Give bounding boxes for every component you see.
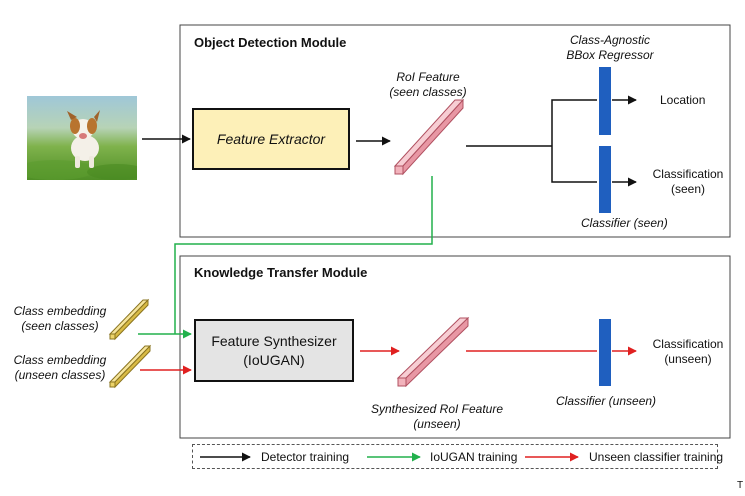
class-embedding-seen-label: Class embedding (seen classes): [6, 304, 114, 334]
feature-synthesizer-box: Feature Synthesizer (IoUGAN): [194, 319, 354, 382]
corner-mark-icon: T: [737, 480, 744, 491]
legend-iougan-label: IoUGAN training: [430, 450, 518, 464]
feature-extractor-box: Feature Extractor: [192, 108, 350, 170]
legend-detector-label: Detector training: [261, 450, 350, 464]
legend-unseen-label: Unseen classifier training: [589, 450, 724, 464]
synth-roi-feature-title: Synthesized RoI Feature: [370, 402, 504, 416]
synth-roi-feature-label: Synthesized RoI Feature (unseen): [362, 402, 512, 432]
synth-roi-feature-subtitle: (unseen): [413, 417, 461, 431]
heads-branch-up: [551, 99, 597, 146]
classification-seen-subtitle: (seen): [670, 182, 705, 196]
classification-unseen-label: Classification (unseen): [643, 337, 733, 367]
object-detection-module-title: Object Detection Module: [194, 35, 347, 50]
roi-feature-label: RoI Feature (seen classes): [378, 70, 478, 100]
feature-synthesizer-subtitle: (IoUGAN): [243, 351, 305, 368]
heads-branch-down: [551, 146, 597, 183]
class-embedding-unseen-label: Class embedding (unseen classes): [6, 353, 114, 383]
classification-seen-label: Classification (seen): [643, 167, 733, 197]
knowledge-transfer-module-frame: [179, 255, 731, 439]
knowledge-transfer-module-title: Knowledge Transfer Module: [194, 265, 368, 280]
feature-extractor-label: Feature Extractor: [216, 131, 326, 147]
dog-illustration: [27, 110, 137, 180]
classification-unseen-title: Classification: [652, 337, 724, 351]
feature-synthesizer-title: Feature Synthesizer: [211, 332, 337, 349]
class-embedding-unseen-bar: [108, 344, 152, 389]
synth-roi-feature-bar: [396, 316, 470, 388]
classifier-unseen-bar: [599, 319, 611, 386]
roi-feature-bar: [393, 98, 465, 176]
object-detection-module-frame: [179, 24, 731, 238]
roi-feature-subtitle: (seen classes): [389, 85, 467, 99]
roi-to-synth-green-path: [174, 176, 433, 334]
class-embedding-seen-subtitle: (seen classes): [21, 319, 99, 333]
classification-seen-title: Classification: [652, 167, 724, 181]
input-dog-photo: [27, 96, 137, 180]
classification-unseen-subtitle: (unseen): [664, 352, 712, 366]
location-label: Location: [660, 93, 706, 107]
class-embedding-unseen-subtitle: (unseen classes): [14, 368, 106, 382]
classifier-seen-bar: [599, 146, 611, 213]
legend: [192, 444, 718, 469]
bbox-regressor-bar: [599, 67, 611, 135]
class-embedding-seen-bar: [108, 298, 150, 341]
bbox-regressor-label: Class-Agnostic BBox Regressor: [555, 33, 665, 63]
class-embedding-seen-title: Class embedding: [13, 304, 107, 318]
bbox-regressor-title: Class-Agnostic: [569, 33, 651, 47]
class-embedding-unseen-title: Class embedding: [13, 353, 107, 367]
classifier-unseen-label: Classifier (unseen): [556, 394, 657, 408]
roi-feature-title: RoI Feature: [396, 70, 460, 84]
bbox-regressor-subtitle: BBox Regressor: [566, 48, 654, 62]
classifier-seen-label: Classifier (seen): [581, 216, 668, 230]
